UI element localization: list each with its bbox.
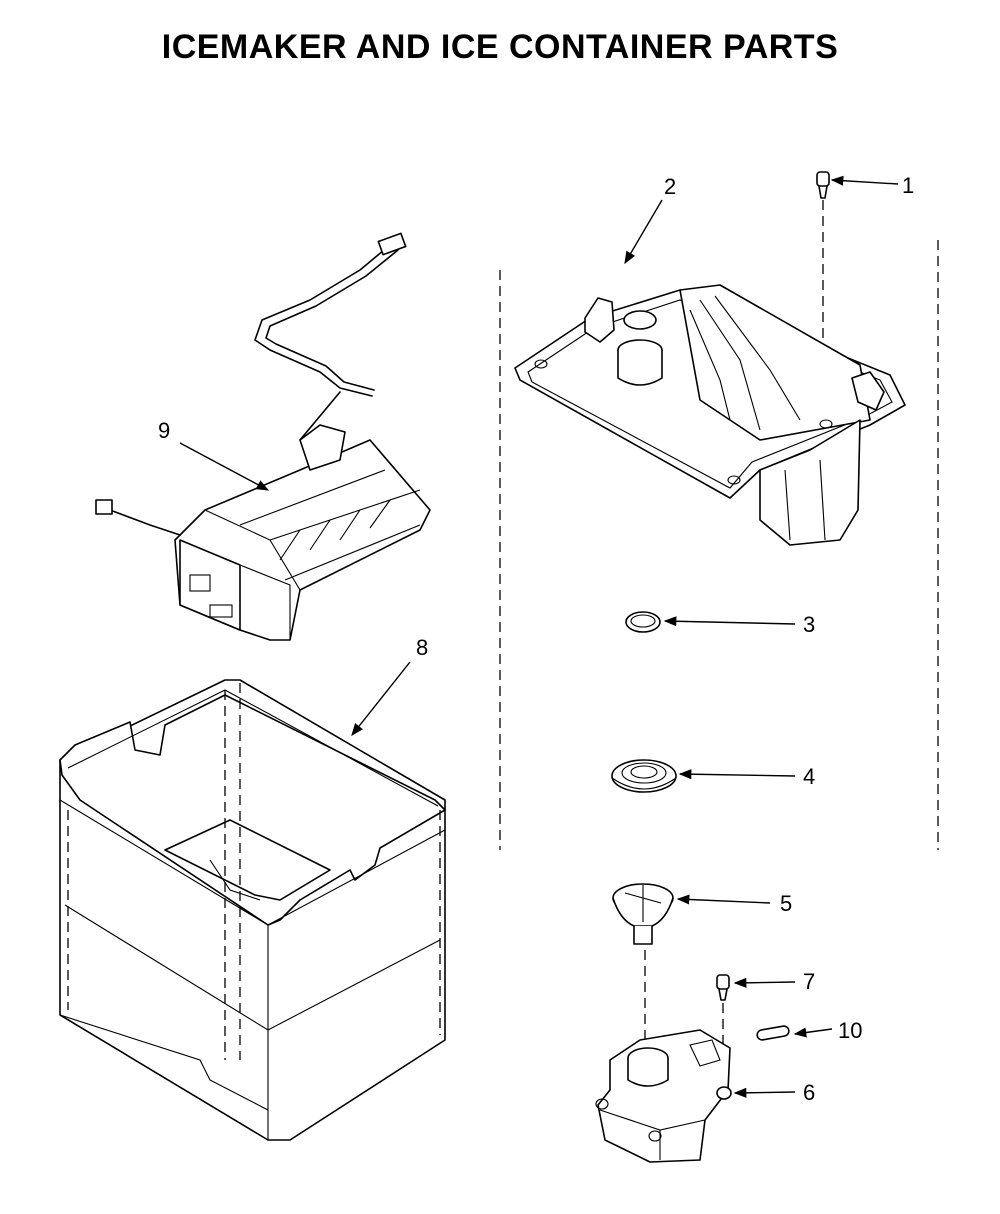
callout-3: 3 [803, 612, 815, 637]
callout-2: 2 [664, 174, 676, 199]
callout-5: 5 [780, 891, 792, 916]
part-9-icemaker[interactable] [95, 232, 431, 641]
part-5-coupler[interactable] [612, 883, 674, 1055]
part-4-bearing[interactable] [611, 759, 677, 793]
part-10-pin[interactable] [756, 1025, 790, 1041]
part-8-ice-bin[interactable] [59, 679, 446, 1141]
part-3-ring[interactable] [625, 611, 661, 633]
callout-9: 9 [158, 418, 170, 443]
callout-4: 4 [803, 764, 815, 789]
part-6-auger-motor[interactable] [595, 1029, 732, 1163]
diagram-title: ICEMAKER AND ICE CONTAINER PARTS [161, 28, 839, 66]
callout-8: 8 [416, 635, 428, 660]
callout-7: 7 [803, 969, 815, 994]
leader-arrows [179, 175, 899, 1098]
callout-1: 1 [902, 173, 914, 198]
callout-6: 6 [803, 1080, 815, 1105]
part-2-chute-plate[interactable] [514, 284, 906, 546]
callout-10: 10 [838, 1018, 862, 1043]
